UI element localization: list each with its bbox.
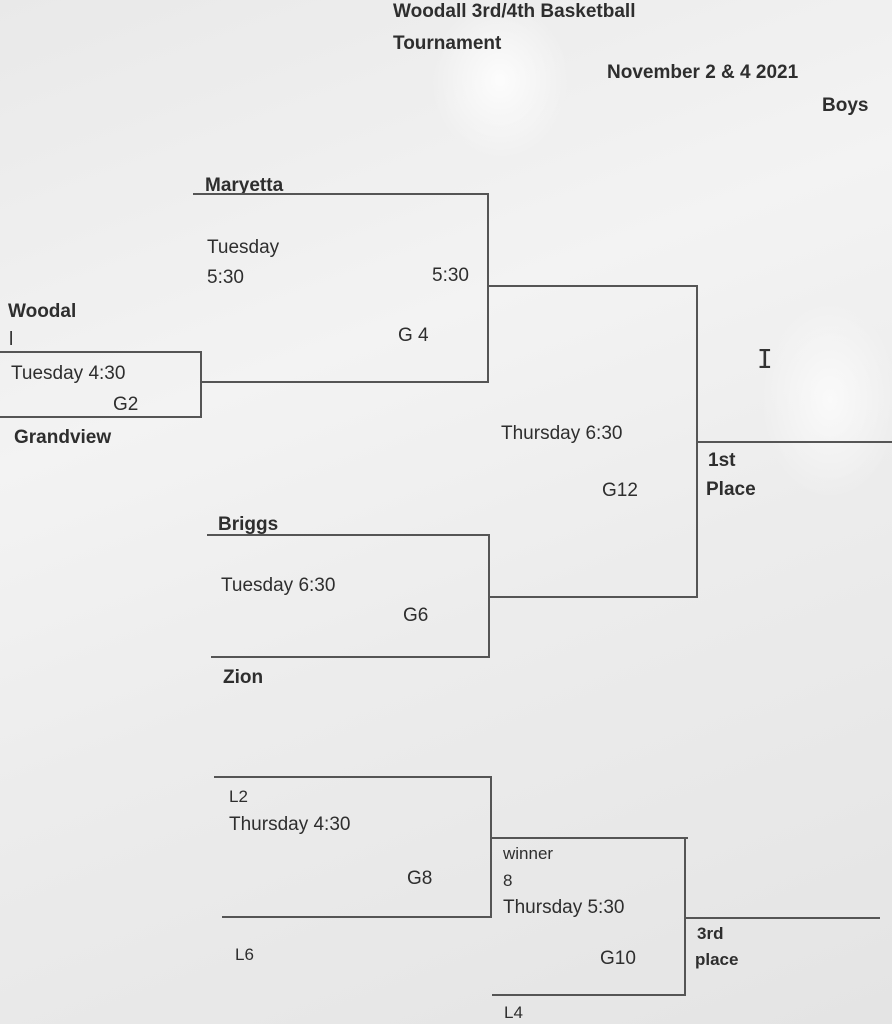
g10-team-bottom: L4 xyxy=(504,1003,523,1022)
title-line-1: Woodall 3rd/4th Basketball xyxy=(393,1,636,22)
g8-team-top: L2 xyxy=(229,787,248,806)
bracket-line xyxy=(492,994,686,996)
division-label: Boys xyxy=(822,95,869,116)
team-maryetta: Maryetta xyxy=(205,175,284,196)
bracket-line xyxy=(684,837,686,996)
g2-schedule: Tuesday 4:30 xyxy=(11,363,126,384)
bracket-line xyxy=(487,193,489,383)
title-line-2: Tournament xyxy=(393,33,502,54)
bracket-line xyxy=(696,441,892,443)
team-woodal-line2: l xyxy=(9,329,14,350)
bracket-line xyxy=(207,534,490,536)
bracket-line xyxy=(193,193,489,195)
bracket-line xyxy=(490,776,492,918)
bracket-line xyxy=(487,285,698,287)
g6-schedule: Tuesday 6:30 xyxy=(221,575,336,596)
bracket-line xyxy=(488,596,698,598)
g8-team-bottom: L6 xyxy=(235,945,254,964)
first-place-line2: Place xyxy=(706,479,756,500)
g8-game-id: G8 xyxy=(407,868,433,889)
team-briggs: Briggs xyxy=(218,514,279,535)
bracket-line xyxy=(214,776,492,778)
g4-time-left: 5:30 xyxy=(207,267,244,288)
bracket-line xyxy=(200,351,202,418)
g4-day: Tuesday xyxy=(207,237,280,258)
g10-schedule: Thursday 5:30 xyxy=(503,897,625,918)
bracket-line xyxy=(200,381,489,383)
bracket-line xyxy=(684,917,880,919)
g6-game-id: G6 xyxy=(403,605,429,626)
third-place-line1: 3rd xyxy=(697,924,724,943)
g8-schedule: Thursday 4:30 xyxy=(229,814,351,835)
g10-game-id: G10 xyxy=(600,948,636,969)
team-woodal: Woodal xyxy=(8,301,77,322)
bracket-line xyxy=(222,916,492,918)
g12-game-id: G12 xyxy=(602,480,638,501)
text-cursor-icon: I xyxy=(757,345,773,375)
g10-line2: 8 xyxy=(503,871,513,890)
team-zion: Zion xyxy=(223,667,264,688)
bracket-line xyxy=(0,351,202,353)
g12-schedule: Thursday 6:30 xyxy=(501,423,623,444)
g4-time-right: 5:30 xyxy=(432,265,469,286)
bracket-line xyxy=(211,656,490,658)
photo-glare-secondary xyxy=(760,300,892,500)
g4-game-id: G 4 xyxy=(398,325,429,346)
photo-glare xyxy=(430,0,570,160)
g10-line1: winner xyxy=(503,844,554,863)
team-grandview: Grandview xyxy=(14,427,112,448)
bracket-line xyxy=(490,837,688,839)
third-place-line2: place xyxy=(695,950,739,969)
tournament-dates: November 2 & 4 2021 xyxy=(607,62,799,83)
bracket-line xyxy=(0,416,202,418)
first-place-line1: 1st xyxy=(708,450,736,471)
g2-game-id: G2 xyxy=(113,394,139,415)
